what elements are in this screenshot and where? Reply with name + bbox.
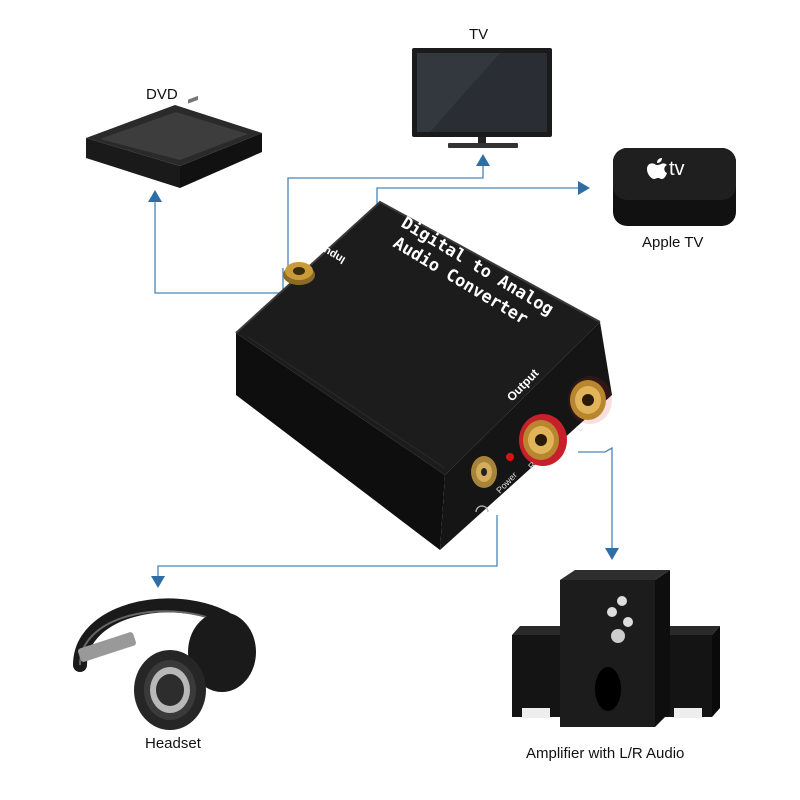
arrow-to-apple-tv xyxy=(376,187,580,212)
input-rca-jack xyxy=(283,262,315,285)
arrowhead-dvd xyxy=(148,190,162,202)
right-channel-label: R xyxy=(526,459,538,471)
headphone-jack xyxy=(471,456,497,488)
left-channel-label: L xyxy=(574,423,585,434)
arrow-to-headset xyxy=(157,515,498,578)
apple-tv-label: Apple TV xyxy=(642,234,704,251)
dvd-player xyxy=(86,95,262,188)
apple-logo-icon xyxy=(647,158,667,179)
headset-label: Headset xyxy=(145,735,201,752)
apple-tv-logo-text: tv xyxy=(669,158,685,180)
arrow-input-to-tv xyxy=(287,163,484,268)
arrow-to-amplifier xyxy=(578,446,613,548)
arrowhead-headset xyxy=(151,576,165,588)
converter-top-face xyxy=(236,202,600,475)
apple-tv-device xyxy=(613,148,736,226)
converter-front-face xyxy=(236,333,445,550)
tv-label: TV xyxy=(469,26,489,43)
arrowhead-amplifier xyxy=(605,548,619,560)
dvd-label: DVD xyxy=(146,86,178,103)
arrowhead-tv xyxy=(476,154,490,166)
rca-jack-left xyxy=(568,376,612,424)
arrow-input-to-dvd xyxy=(154,200,284,294)
arrowhead-apple-tv xyxy=(578,181,590,195)
converter-box: Digital to Analog Audio Converter Input … xyxy=(235,200,612,550)
power-led xyxy=(506,453,514,461)
headphone-icon xyxy=(475,505,489,513)
tv-device xyxy=(412,48,552,148)
headset-device xyxy=(73,598,256,730)
rca-jack-right xyxy=(519,414,567,466)
amplifier-label: Amplifier with L/R Audio xyxy=(526,745,685,762)
amplifier-speakers xyxy=(512,570,720,727)
